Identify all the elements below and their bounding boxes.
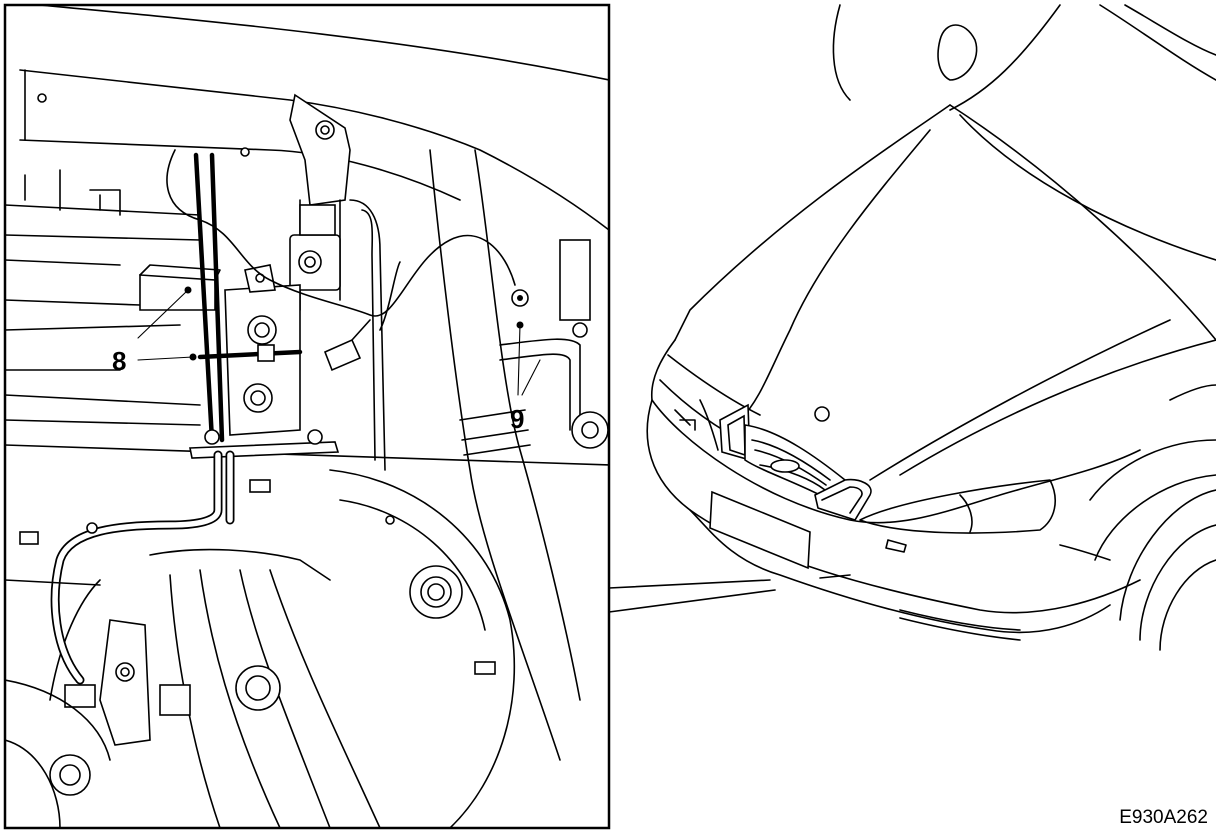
car-front-illustration xyxy=(646,4,1216,651)
pointer-line-lower xyxy=(608,589,776,613)
pointer-line-upper xyxy=(608,579,771,589)
detail-frame xyxy=(3,3,611,830)
detail-view-panel xyxy=(3,3,611,830)
figure-reference-code: E930A262 xyxy=(1119,807,1208,828)
callout-label-8: 8 xyxy=(112,346,126,376)
callout-label-9: 9 xyxy=(510,404,524,434)
